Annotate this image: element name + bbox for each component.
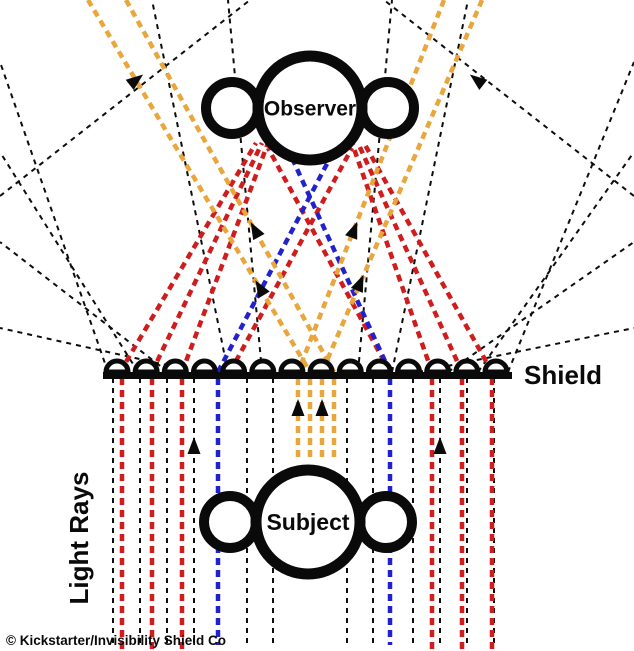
shield-lens-bump — [307, 358, 335, 375]
light-rays-label: Light Rays — [64, 472, 94, 605]
light-ray — [357, 0, 393, 373]
observer-ear — [201, 77, 263, 139]
light-ray — [266, 146, 392, 374]
subject-ear — [199, 491, 261, 553]
shield-lens-bump — [249, 358, 277, 375]
light-ray — [149, 142, 265, 373]
shield-lens-bump — [132, 358, 160, 375]
ray-arrowhead — [433, 437, 447, 454]
light-ray — [118, 141, 258, 374]
light-ray — [355, 142, 465, 373]
light-ray — [447, 241, 634, 373]
light-ray — [0, 241, 169, 373]
observer-label: Observer — [264, 97, 356, 120]
observer-head — [252, 50, 368, 166]
shield-lens-bump — [482, 358, 510, 375]
shield-lens-bump — [424, 358, 452, 375]
light-ray — [151, 0, 229, 373]
light-ray — [0, 151, 139, 373]
shield-lens-array — [103, 358, 512, 379]
light-ray — [349, 142, 435, 373]
light-ray — [383, 0, 634, 197]
shield-lens-bump — [220, 358, 248, 375]
shield-label: Shield — [524, 360, 602, 390]
light-ray — [362, 141, 494, 374]
shield-lens-bump — [190, 358, 218, 375]
credit-label: © Kickstarter/Invisibility Shield Co — [6, 633, 226, 648]
shield-lens-bump — [336, 358, 364, 375]
subject-figure: Subject — [199, 464, 417, 580]
light-ray — [227, 0, 263, 373]
shield-lens-bump — [103, 358, 131, 375]
shield-lens-bump — [453, 358, 481, 375]
light-ray — [295, 0, 447, 373]
light-ray — [179, 142, 271, 373]
ray-arrowhead — [187, 437, 201, 454]
shield-lens-bump — [278, 358, 306, 375]
observer-figure: Observer — [201, 50, 419, 166]
light-ray — [391, 0, 469, 373]
shield-lens-bump — [365, 358, 393, 375]
light-ray — [319, 0, 485, 373]
ray-arrowhead — [250, 222, 265, 241]
subject-head — [250, 464, 366, 580]
shield-lens-bump — [161, 358, 189, 375]
light-ray — [86, 0, 312, 374]
ray-arrowhead — [469, 74, 488, 91]
ray-arrowhead — [125, 74, 144, 91]
light-ray — [477, 151, 634, 373]
ray-direction-arrows-group — [125, 74, 488, 454]
light-ray — [228, 146, 354, 374]
ray-arrowhead — [291, 399, 305, 416]
ray-arrowhead — [350, 274, 364, 293]
subject-ear — [355, 491, 417, 553]
light-ray — [507, 61, 634, 373]
ray-arrowhead — [345, 221, 358, 240]
shield-lens-bump — [395, 358, 423, 375]
refracted-rays-group — [0, 0, 634, 374]
ray-arrowhead — [255, 280, 270, 299]
ray-arrowhead — [315, 399, 329, 416]
light-ray — [0, 61, 109, 373]
observer-ear — [357, 77, 419, 139]
light-ray — [0, 0, 251, 197]
light-ray — [289, 157, 393, 373]
light-ray — [417, 327, 634, 373]
subject-label: Subject — [266, 509, 349, 535]
